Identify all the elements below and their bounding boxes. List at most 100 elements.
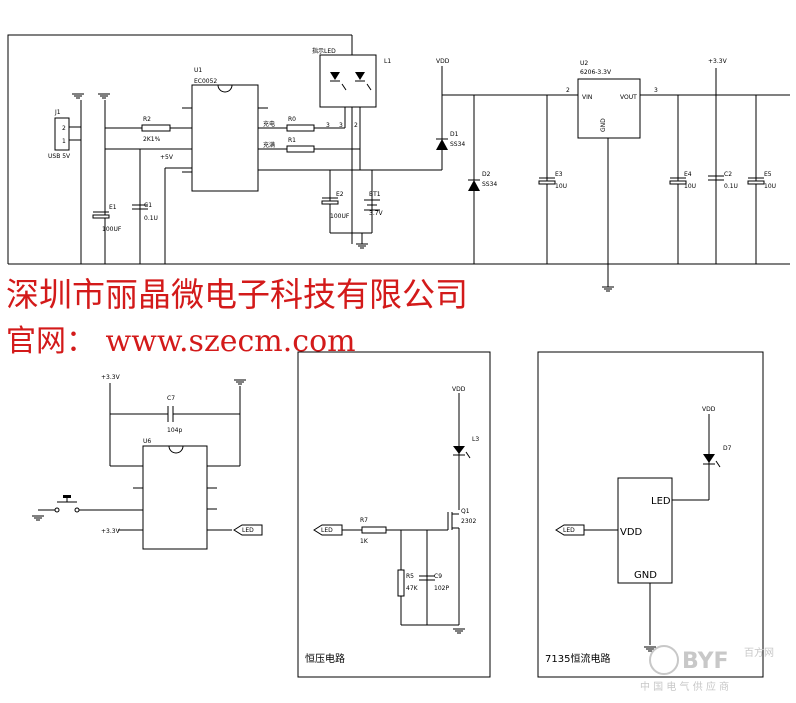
mcu-plus33b-label: +3.3V xyxy=(101,528,121,535)
d7-ref: D7 xyxy=(723,445,732,452)
c9-value: 102P xyxy=(434,585,449,592)
d2-ref: D2 xyxy=(482,171,491,178)
u6-ic: U6 xyxy=(133,438,217,550)
c1-value: 0.1U xyxy=(144,215,158,222)
ic-7135: LED VDD GND xyxy=(617,477,673,584)
mcu-section: +3.3V C7 104p U6 +3. xyxy=(31,374,263,550)
watermark-sub: 百方网 xyxy=(744,646,774,659)
u2-vout: VOUT xyxy=(620,94,637,101)
u1-ref: U1 xyxy=(194,67,202,74)
r0-ref: R0 xyxy=(288,116,296,123)
c1-ref: C1 xyxy=(144,202,152,209)
push-button-switch xyxy=(31,495,143,521)
u1-pin-charge: 充电 xyxy=(263,120,275,128)
c9-ref: C9 xyxy=(434,573,442,580)
c1-capacitor: C1 0.1U xyxy=(132,202,158,222)
pin2-label: 2 xyxy=(354,122,358,129)
l1-ref: L1 xyxy=(384,58,391,65)
u2-pin2: 2 xyxy=(566,87,570,94)
d7-led: D7 xyxy=(703,445,732,468)
u1-part: EC0052 xyxy=(194,78,217,85)
q1-ref: Q1 xyxy=(461,508,470,515)
cc-title: 7135恒流电路 xyxy=(545,652,610,665)
bt1-battery: BT1 3.7V xyxy=(364,191,384,217)
j1-pin2: 2 xyxy=(62,125,66,132)
r7-value: 1K xyxy=(360,538,369,545)
watermark: BYF 百方网 中 国 电 气 供 应 商 xyxy=(640,645,774,693)
u2-vin: VIN xyxy=(582,94,592,101)
e1-ref: E1 xyxy=(109,204,117,211)
constant-voltage-box: VDD L3 Q1 2302 LED R7 1K R5 47K xyxy=(297,351,491,678)
l3-led: L3 xyxy=(453,436,479,459)
website-text: 官网： www.szecm.com xyxy=(6,324,356,359)
r2-value: 2K1% xyxy=(143,136,161,143)
constant-current-box: VDD D7 LED VDD GND LED 7135恒流电路 xyxy=(537,351,764,678)
e3-value: 10U xyxy=(555,183,567,190)
charger-ldo-section: J1 2 1 USB 5V R2 2K1% +5V E1 100UF xyxy=(7,34,790,292)
e2-ref: E2 xyxy=(336,191,344,198)
c2-ref: C2 xyxy=(724,171,732,178)
e4-ref: E4 xyxy=(684,171,692,178)
r7-resistor xyxy=(361,526,387,534)
watermark-tagline: 中 国 电 气 供 应 商 xyxy=(640,680,729,693)
u2-part: 6206-3.3V xyxy=(580,69,612,76)
r1-resistor xyxy=(286,145,315,153)
u2-ldo: U2 6206-3.3V VIN VOUT GND 2 3 xyxy=(566,60,658,139)
cv-led-label: LED xyxy=(321,527,333,534)
cv-title: 恒压电路 xyxy=(305,652,345,665)
e1-capacitor: E1 100UF xyxy=(92,204,122,233)
mcu-led-label: LED xyxy=(242,527,254,534)
d1-diode: D1 SS34 xyxy=(436,131,465,150)
led-indicator-label: 指示LED xyxy=(312,47,336,55)
r5-ref: R5 xyxy=(406,573,414,580)
e4-capacitor: E4 10U xyxy=(669,171,696,190)
j1-name: USB 5V xyxy=(48,153,71,160)
r5-resistor xyxy=(397,569,405,597)
d1-ref: D1 xyxy=(450,131,459,138)
d1-value: SS34 xyxy=(450,141,465,148)
l1-indicator-led: 指示LED L1 xyxy=(312,47,391,108)
mcu-led-port xyxy=(233,524,263,536)
u1-pin-full: 充满 xyxy=(263,141,275,149)
r2-ref: R2 xyxy=(143,116,151,123)
r5-value: 47K xyxy=(406,585,419,592)
u2-gnd: GND xyxy=(600,118,607,132)
c2-value: 0.1U xyxy=(724,183,738,190)
ic-pin-led: LED xyxy=(651,496,671,507)
plus33-label: +3.3V xyxy=(708,58,728,65)
e5-capacitor: E5 10U xyxy=(747,171,776,190)
e2-value: 100UF xyxy=(330,213,350,220)
q1-part: 2302 xyxy=(461,518,476,525)
bt1-ref: BT1 xyxy=(369,191,381,198)
j1-connector: J1 2 1 USB 5V xyxy=(48,109,81,160)
plus5v-label: +5V xyxy=(160,154,174,161)
r7-ref: R7 xyxy=(360,517,368,524)
company-name: 深圳市丽晶微电子科技有限公司 xyxy=(6,275,468,314)
e2-capacitor: E2 100UF xyxy=(321,191,350,220)
vdd-label: VDD xyxy=(436,58,450,65)
d2-value: SS34 xyxy=(482,181,497,188)
u2-pin3: 3 xyxy=(654,87,658,94)
c7-value: 104p xyxy=(167,427,182,434)
watermark-logo-icon xyxy=(649,645,679,675)
pin3-a: 3 xyxy=(326,122,330,129)
j1-pin1: 1 xyxy=(62,138,66,145)
r2-resistor xyxy=(141,124,171,132)
e5-ref: E5 xyxy=(764,171,772,178)
e4-value: 10U xyxy=(684,183,696,190)
c2-capacitor: C2 0.1U xyxy=(708,171,738,190)
e1-value: 100UF xyxy=(102,226,122,233)
cc-led-label: LED xyxy=(563,527,575,534)
r1-ref: R1 xyxy=(288,137,296,144)
l3-ref: L3 xyxy=(472,436,479,443)
e3-ref: E3 xyxy=(555,171,563,178)
d2-diode: D2 SS34 xyxy=(468,171,497,191)
c7-ref: C7 xyxy=(167,395,175,402)
u2-ref: U2 xyxy=(580,60,588,67)
ic-pin-gnd: GND xyxy=(634,570,657,581)
bt1-value: 3.7V xyxy=(369,210,384,217)
cc-vdd-label: VDD xyxy=(702,406,716,413)
ic-pin-vdd: VDD xyxy=(620,527,643,538)
u6-ref: U6 xyxy=(143,438,151,445)
